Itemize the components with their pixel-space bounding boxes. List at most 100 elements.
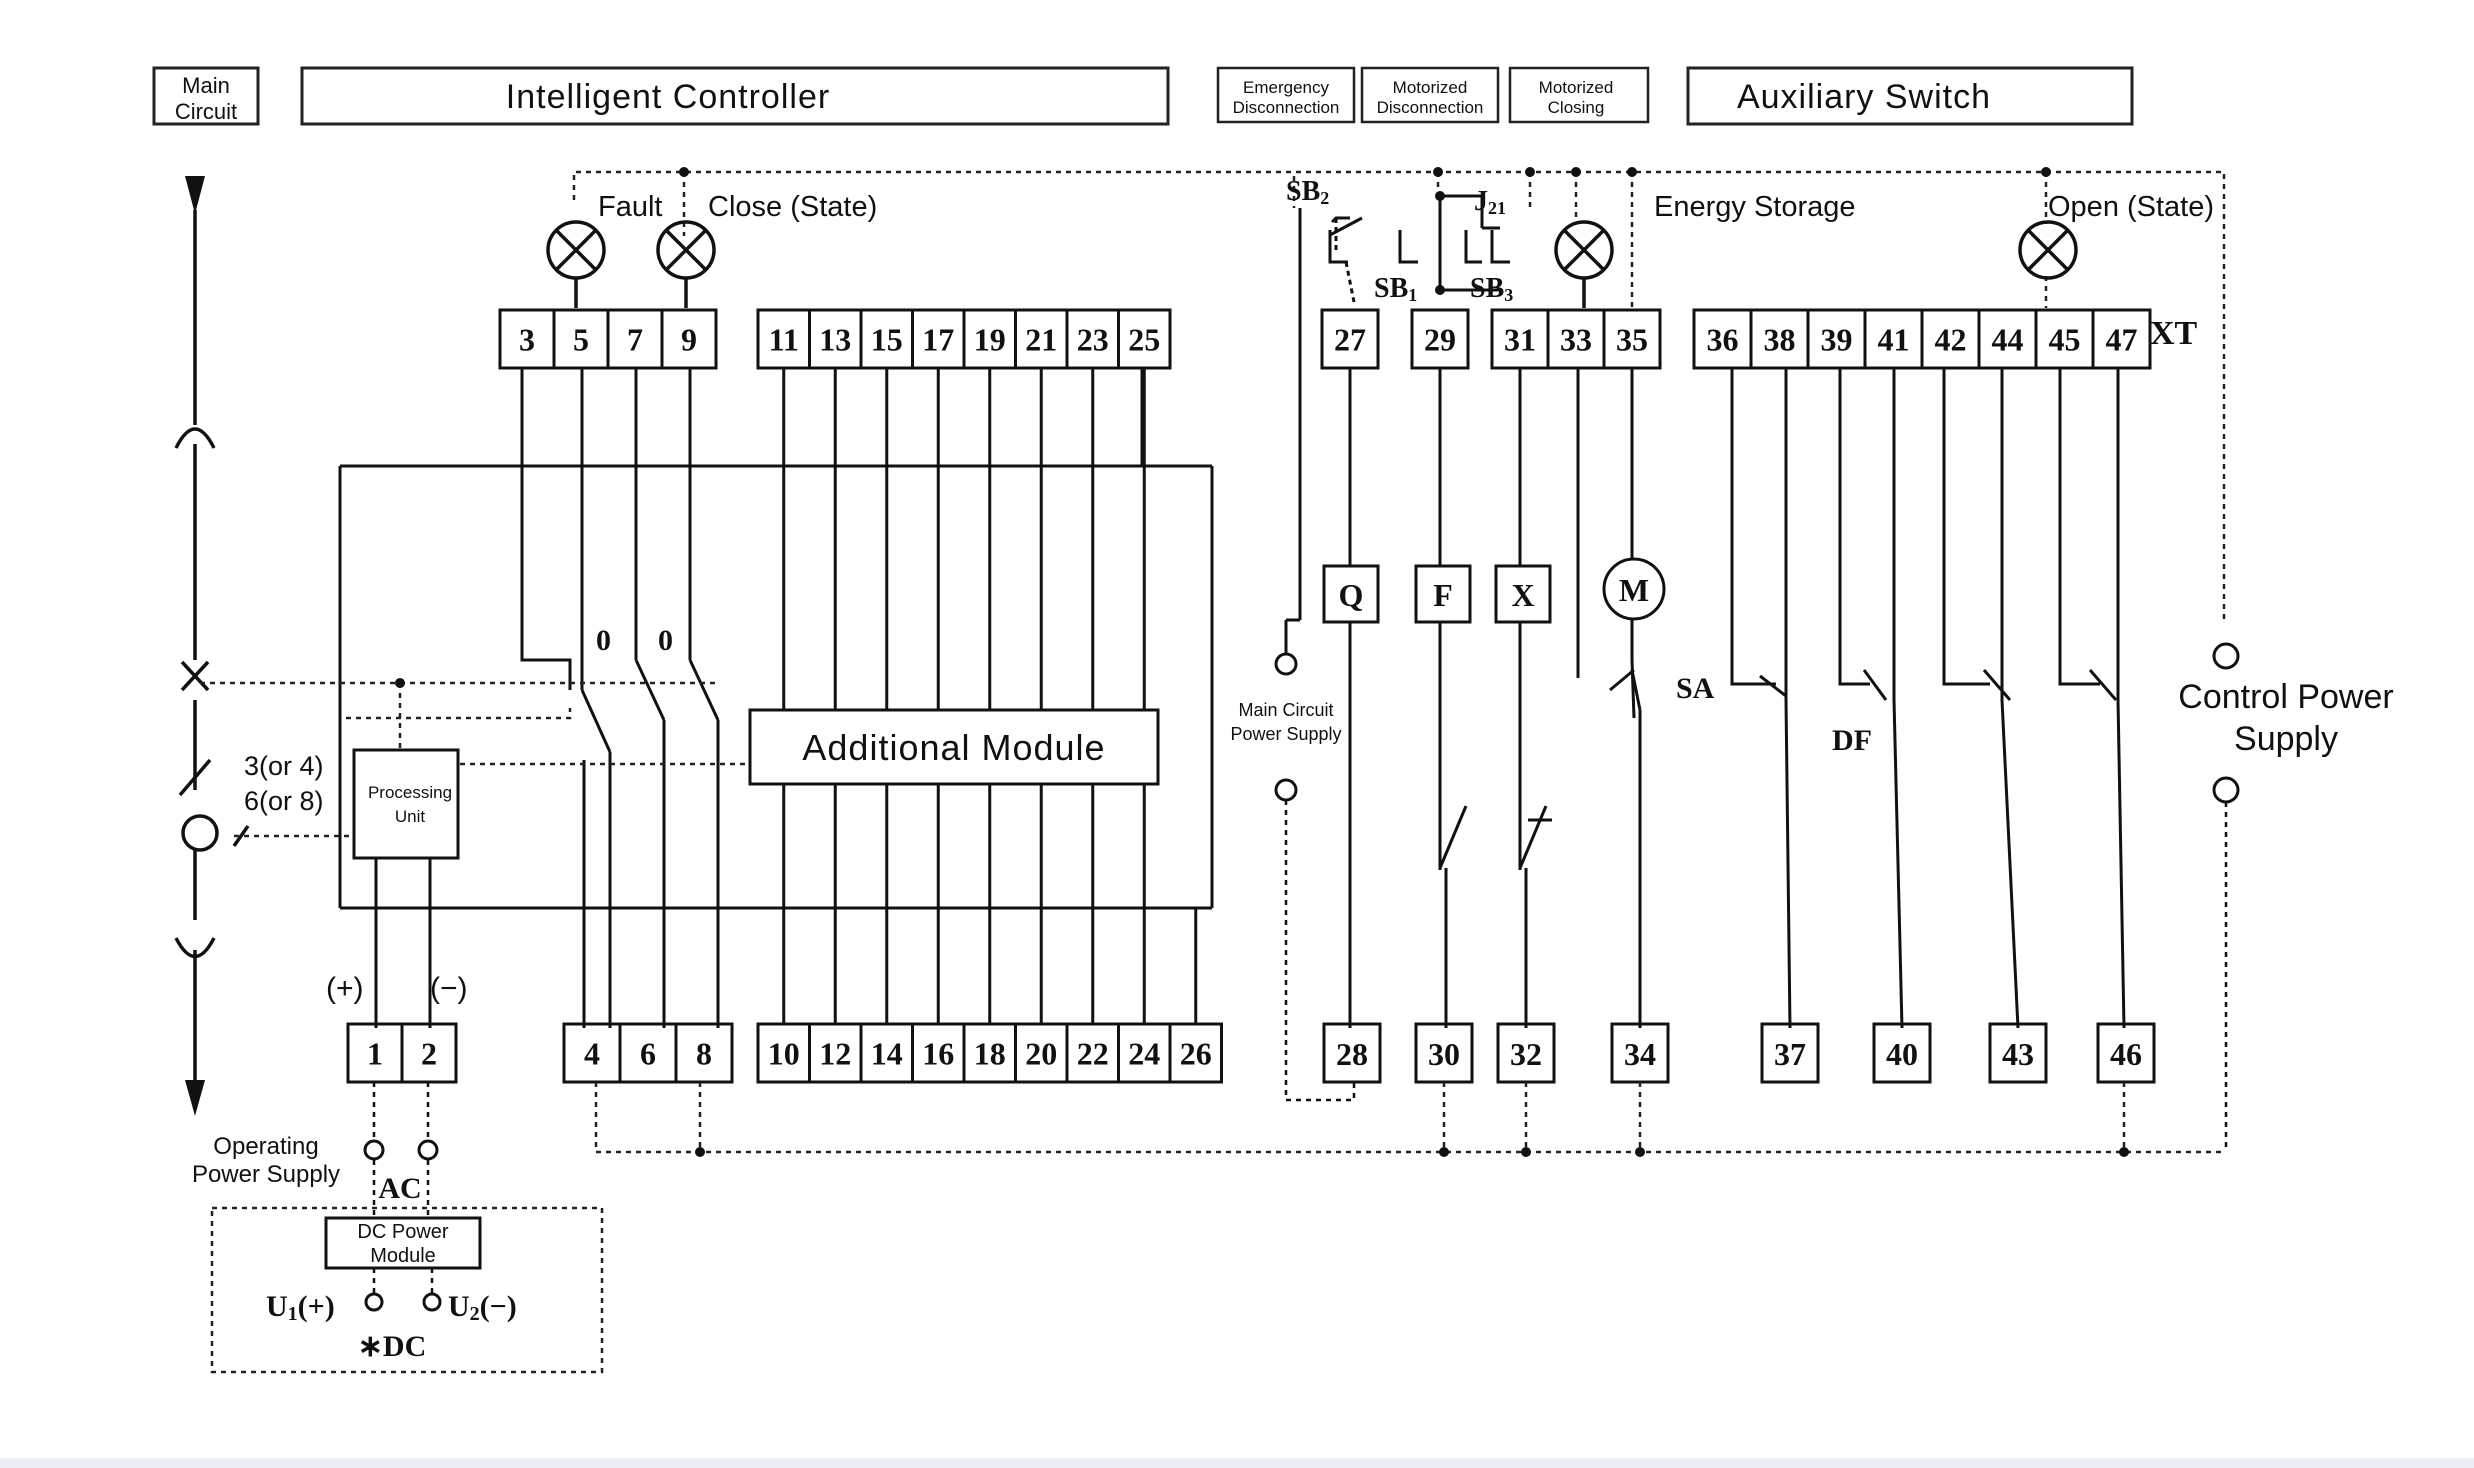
terminal-label: 39 [1821,322,1853,358]
controller-frame [338,464,1214,910]
terminal-label: 22 [1077,1036,1109,1072]
terminal-23: 23 [1065,308,1120,370]
bus-nodes [679,167,2051,177]
terminal-36: 36 [1692,308,1753,370]
terminal-16: 16 [911,1022,966,1084]
header-auxiliary-switch: Auxiliary Switch [1686,66,2134,126]
processing-unit: Processing Unit [352,748,460,860]
terminal-label: 42 [1935,322,1967,358]
terminal-20: 20 [1014,1022,1069,1084]
terminal-35: 35 [1602,308,1662,370]
terminal-label: 2 [421,1036,437,1072]
terminal-27: 27 [1320,308,1380,370]
lamp-fault-icon [546,220,606,308]
lamp-open-icon [2018,220,2078,280]
coil-q: Q [1322,564,1380,624]
terminal-13: 13 [808,308,863,370]
terminal-label: 10 [768,1036,800,1072]
terminal-label: 20 [1025,1036,1057,1072]
terminal-9: 9 [660,308,718,370]
dc-module-line1: DC Power [357,1221,448,1243]
terminal-14: 14 [859,1022,914,1084]
terminal-40: 40 [1872,1022,1932,1084]
terminal-label: 6 [640,1036,656,1072]
terminal-label: 1 [367,1036,383,1072]
sa-label: SA [1676,672,1715,705]
control-ps-line1: Control Power [2178,678,2393,716]
terminal-45: 45 [2034,308,2095,370]
main-circuit-power-supply [1274,618,1356,1102]
terminal-34: 34 [1610,1022,1670,1084]
terminal-label: 35 [1616,322,1648,358]
bottom-band [0,1458,2474,1468]
terminal-label: 27 [1334,322,1366,358]
terminal-label: 19 [974,322,1006,358]
main-circuit-ps-line1: Main Circuit [1238,700,1333,720]
terminal-30: 30 [1414,1022,1474,1084]
operating-power-supply [363,1082,439,1216]
motor-m-label: M [1619,572,1649,608]
terminal-47: 47 [2091,308,2152,370]
minus-label: (−) [430,972,468,1005]
header-main-circuit-line2: Circuit [175,99,237,124]
sb1-label: SB1 [1374,273,1417,305]
header-motorized-closing-line1: Motorized [1539,78,1614,97]
terminal-31: 31 [1490,308,1550,370]
terminal-label: 45 [2049,322,2081,358]
terminal-label: 4 [584,1036,600,1072]
wires-right [1348,368,1642,1028]
wires-controller [520,368,1144,1028]
terminal-15: 15 [859,308,914,370]
terminal-44: 44 [1977,308,2038,370]
control-ps-line2: Supply [2234,720,2338,758]
terminal-28: 28 [1322,1022,1382,1084]
top-dotted-bus [572,170,2226,620]
terminal-label: 31 [1504,322,1536,358]
sb2-label: SB2 [1286,176,1329,208]
terminal-6: 6 [618,1022,678,1084]
terminal-33: 33 [1546,308,1606,370]
coil-f: F [1414,564,1472,624]
terminal-11: 11 [756,308,811,370]
dc-power-module-area: DC Power Module U1(+) U2(−) ∗DC [210,1206,604,1374]
terminal-label: 26 [1180,1036,1212,1072]
terminal-label: 15 [871,322,903,358]
dotted-links [200,681,748,838]
control-power-supply [2212,642,2240,1152]
xt-label: XT [2150,315,2198,352]
lamp-energy-storage-icon [1554,220,1614,308]
terminal-41: 41 [1863,308,1924,370]
terminal-label: 12 [819,1036,851,1072]
header-emergency-line1: Emergency [1243,78,1329,97]
ct-label-1: 3(or 4) [244,751,324,781]
plus-label: (+) [326,972,364,1005]
terminal-label: 29 [1424,322,1456,358]
header-motorized-disconnection: Motorized Disconnection [1360,66,1500,124]
terminal-42: 42 [1920,308,1981,370]
lamp-energy-storage-label: Energy Storage [1654,191,1856,223]
additional-module-text: Additional Module [802,727,1105,768]
terminal-10: 10 [756,1022,811,1084]
terminal-label: 44 [1992,322,2024,358]
header-emergency-line2: Disconnection [1233,98,1340,117]
terminal-label: 30 [1428,1036,1460,1072]
terminal-label: 11 [769,322,799,358]
bottom-dotted-bus [594,1082,2226,1154]
terminal-8: 8 [674,1022,734,1084]
terminal-25: 25 [1117,308,1172,370]
terminal-label: 21 [1025,322,1057,358]
header-intelligent-controller-text: Intelligent Controller [506,78,830,116]
contact-zero-b: 0 [658,624,673,657]
header-motorized-closing-line2: Closing [1548,98,1605,117]
terminal-label: 25 [1128,322,1160,358]
terminal-label: 32 [1510,1036,1542,1072]
lamp-close-label: Close (State) [708,191,877,223]
terminal-label: 14 [871,1036,903,1072]
terminal-1: 1 [346,1022,404,1084]
terminal-label: 24 [1128,1036,1160,1072]
terminal-label: 7 [627,322,643,358]
header-auxiliary-switch-text: Auxiliary Switch [1737,78,1991,116]
